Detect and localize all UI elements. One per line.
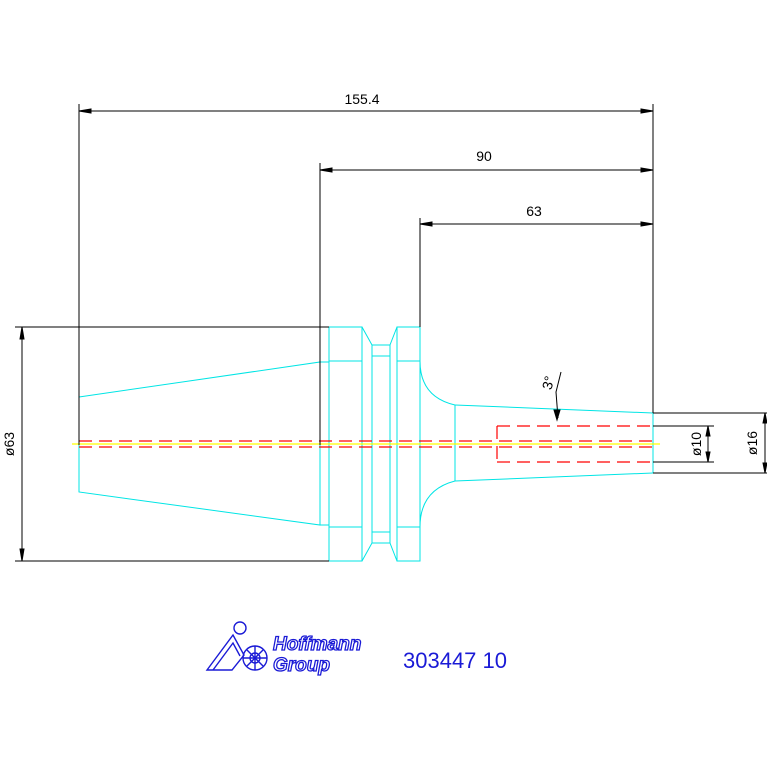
dim-overall-length: 155.4 [344,91,379,107]
dim-taper-angle: 3° [539,374,558,391]
logo-figure-icon [205,621,268,671]
dim-diameter-tip: ø16 [744,431,760,455]
dimension-lines [15,104,767,562]
hidden-bore [79,425,653,463]
dim-diameter-bore: ø10 [688,432,704,456]
logo-text-line2: Group [273,655,330,676]
part-number: 303447 10 [403,648,507,673]
dim-diameter-large: ø63 [1,432,17,456]
dim-length-63: 63 [526,203,542,219]
logo-text-line1: Hoffmann [273,634,361,655]
hoffmann-logo: Hoffmann Group [205,621,362,677]
dim-length-90: 90 [476,148,492,164]
